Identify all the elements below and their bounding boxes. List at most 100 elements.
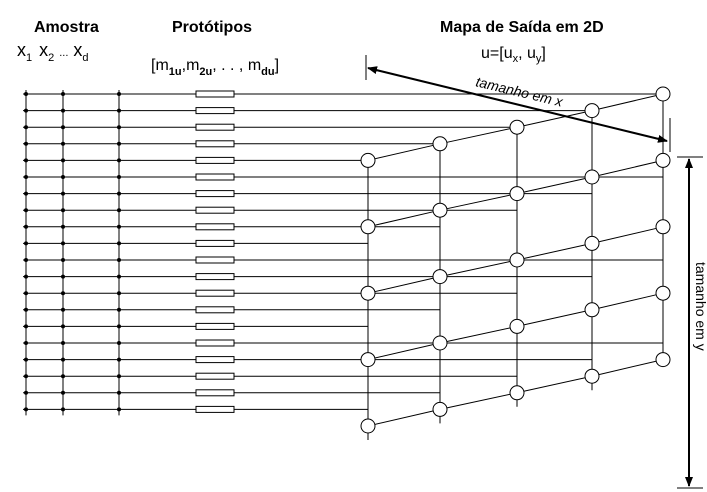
map-neuron-node [655, 152, 671, 168]
junction-dot [61, 92, 65, 96]
junction-dot [24, 258, 28, 262]
junction-dot [117, 274, 121, 279]
var-xd: x [73, 40, 82, 60]
prototype-box [195, 190, 235, 198]
var-x1: x [17, 40, 26, 60]
var-x2: x [39, 40, 48, 60]
junction-dot [24, 141, 28, 146]
prototype-box [195, 173, 235, 181]
junction-dot [117, 357, 121, 362]
junction-dot [24, 108, 28, 113]
y-dimension-label: tamanho em y [693, 262, 707, 351]
prototype-boxes [195, 90, 235, 413]
input-junctions [24, 92, 121, 412]
junction-dot [61, 125, 65, 130]
map-neuron-node [655, 352, 671, 368]
map-neuron-node [360, 219, 376, 235]
var-x2-index: 2 [48, 52, 54, 64]
map-neuron-node [432, 401, 448, 417]
junction-dot [61, 324, 65, 329]
junction-dot [61, 407, 65, 412]
prototype-box [195, 273, 235, 281]
junction-dot [117, 108, 121, 113]
junction-dot [24, 341, 28, 345]
junction-dot [24, 374, 28, 379]
junction-dot [24, 208, 28, 213]
map-neuron-node [432, 269, 448, 285]
junction-dot [24, 291, 28, 296]
junction-dot [117, 208, 121, 213]
map-neuron-node [360, 152, 376, 168]
map-neuron-node [584, 302, 600, 318]
junction-dot [117, 241, 121, 246]
junction-dot [24, 390, 28, 395]
junction-dot [61, 175, 65, 179]
prototype-box [195, 223, 235, 231]
junction-dot [61, 258, 65, 262]
map-neuron-node [360, 352, 376, 368]
prototype-box [195, 306, 235, 314]
junction-dot [61, 357, 65, 362]
junction-dot [61, 390, 65, 395]
prototype-box [195, 405, 235, 413]
x-dimension-arrow [367, 66, 668, 143]
prototype-box [195, 206, 235, 214]
map-neuron-node [584, 169, 600, 185]
var-ellipsis: ... [59, 47, 68, 59]
prototype-box [195, 140, 235, 148]
junction-dot [24, 175, 28, 179]
junction-dot [117, 324, 121, 329]
map-neuron-node [584, 235, 600, 251]
junction-dot [24, 125, 28, 130]
junction-dot [24, 357, 28, 362]
junction-dot [117, 374, 121, 379]
prototype-box [195, 156, 235, 164]
junction-dot [117, 307, 121, 312]
junction-dot [24, 241, 28, 246]
prototype-box [195, 322, 235, 330]
prototype-box [195, 372, 235, 380]
prototype-box [195, 123, 235, 131]
map-neuron-node [432, 202, 448, 218]
junction-dot [117, 390, 121, 395]
var-xd-index: d [82, 52, 88, 64]
junction-dot [117, 191, 121, 196]
prototype-box [195, 339, 235, 347]
junction-dot [61, 274, 65, 279]
prototype-box [195, 356, 235, 364]
junction-dot [117, 291, 121, 296]
junction-dot [61, 291, 65, 296]
junction-dot [117, 341, 121, 345]
junction-dot [24, 407, 28, 412]
map-neuron-node [655, 219, 671, 235]
junction-dot [117, 407, 121, 412]
junction-dot [61, 108, 65, 113]
map-neuron-node [360, 418, 376, 434]
junction-dot [61, 141, 65, 146]
junction-dot [117, 92, 121, 96]
junction-dot [61, 307, 65, 312]
prototype-box [195, 239, 235, 247]
junction-dot [24, 324, 28, 329]
map-neuron-node [584, 103, 600, 119]
map-neuron-node [509, 119, 525, 135]
map-neuron-node [655, 285, 671, 301]
junction-dot [61, 374, 65, 379]
prototype-box [195, 90, 235, 98]
junction-dot [61, 158, 65, 163]
map-neuron-node [509, 186, 525, 202]
prototype-box [195, 256, 235, 264]
prototype-box [195, 389, 235, 397]
junction-dot [24, 158, 28, 163]
prototype-box [195, 289, 235, 297]
junction-dot [24, 92, 28, 96]
map-neuron-node [509, 385, 525, 401]
junction-dot [117, 258, 121, 262]
junction-dot [61, 341, 65, 345]
var-x1-index: 1 [26, 52, 32, 64]
map-neuron-node [655, 86, 671, 102]
map-title: Mapa de Saída em 2D [440, 19, 604, 36]
map-neuron-node [509, 252, 525, 268]
